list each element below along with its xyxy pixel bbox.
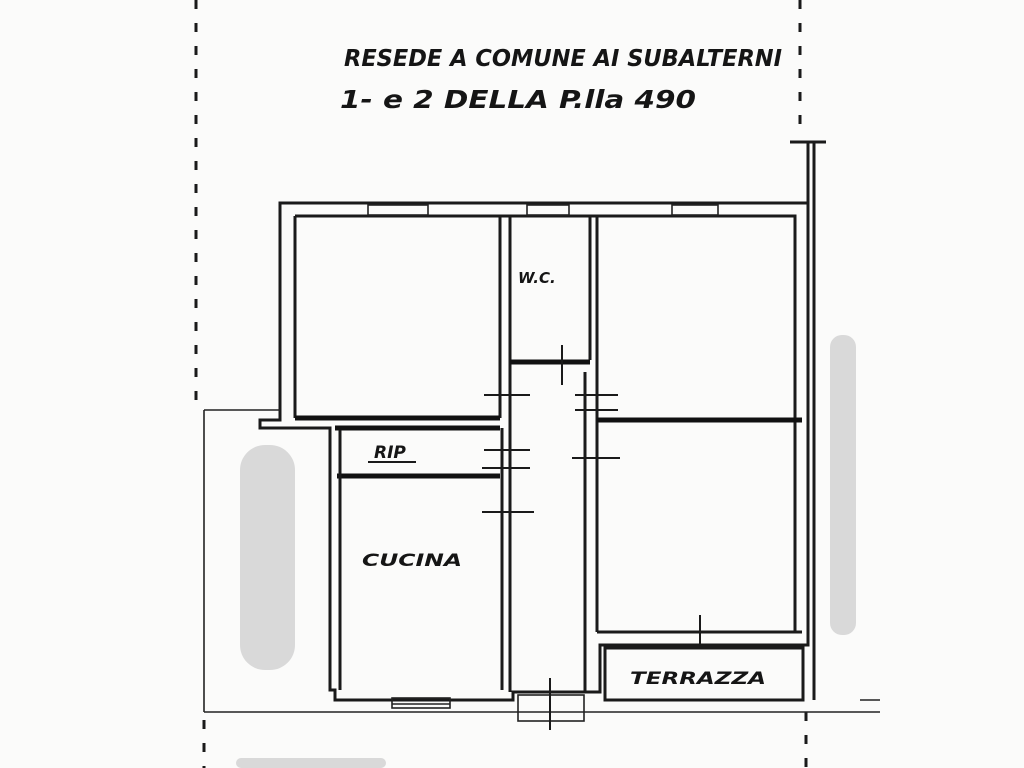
outer-wall-main — [258, 201, 810, 702]
room-label-wc: W.C. — [518, 269, 556, 287]
outer-walls — [203, 140, 826, 712]
window-top-left — [367, 204, 429, 216]
header-line-1: RESEDE A COMUNE AI SUBALTERNI — [344, 46, 782, 72]
header-line-2: 1- e 2 DELLA P.lla 490 — [340, 85, 696, 114]
door-marks — [482, 345, 701, 730]
bottom-smudge — [236, 758, 386, 768]
top-windows — [367, 204, 719, 216]
left-smudge — [240, 445, 295, 670]
room-label-rip: RIP — [374, 443, 406, 463]
right-smudge — [830, 335, 856, 635]
window-top-middle — [526, 204, 570, 216]
room-label-terrazza: TERRAZZA — [630, 669, 766, 689]
cucina-window-frame — [391, 697, 451, 709]
scan-smudges — [236, 335, 856, 768]
terrazza-outline — [603, 646, 805, 702]
room-label-cucina: CUCINA — [362, 551, 462, 571]
window-top-right — [671, 204, 719, 216]
outer-wall-inner — [295, 214, 797, 632]
property-boundary — [194, 0, 808, 768]
